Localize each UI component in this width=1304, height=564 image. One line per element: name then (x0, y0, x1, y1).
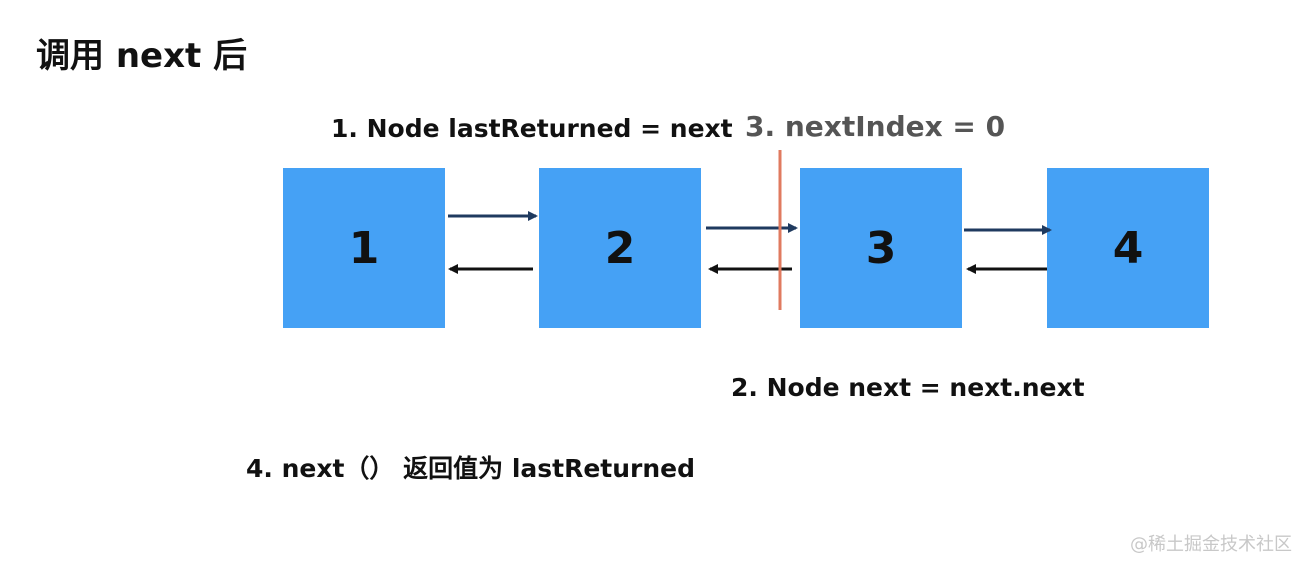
node-3-label: 3 (865, 222, 897, 274)
step2-label: 2. Node next = next.next (731, 373, 1085, 402)
watermark: @稀土掘金技术社区 (1130, 534, 1292, 555)
node-1-label: 1 (348, 222, 380, 274)
step4-label: 4. next（） 返回值为 lastReturned (246, 454, 696, 483)
diagram-title: 调用 next 后 (36, 36, 248, 76)
list-node-2: 2 (539, 168, 701, 328)
node-2-label: 2 (604, 222, 636, 274)
list-node-4: 4 (1047, 168, 1209, 328)
list-node-1: 1 (283, 168, 445, 328)
node-4-label: 4 (1112, 222, 1144, 274)
step1-label: 1. Node lastReturned = next (331, 114, 733, 143)
step3-label: 3. nextIndex = 0 (745, 110, 1006, 143)
list-node-3: 3 (800, 168, 962, 328)
